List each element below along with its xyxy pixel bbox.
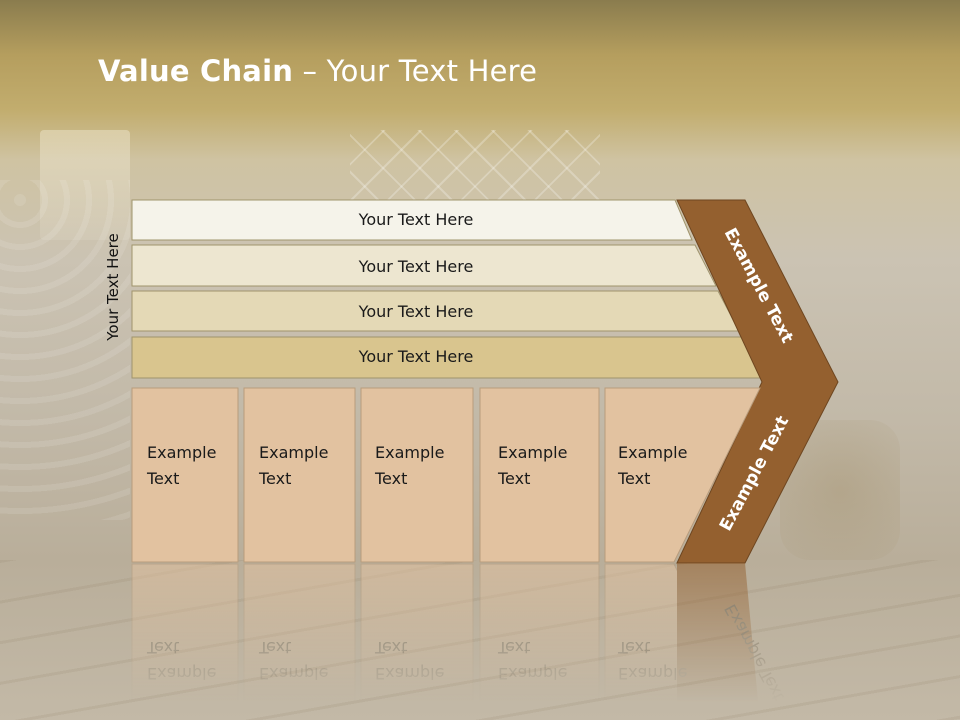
primary-box: Example Text (604, 387, 761, 563)
support-row-label: Your Text Here (358, 302, 474, 321)
primary-box-line2: Text (258, 469, 291, 488)
primary-box-line2: Text (617, 469, 650, 488)
margin-arrow: Example Text Example Text (676, 199, 839, 564)
reflection-text: Text (617, 638, 650, 657)
reflection-text: Example (259, 664, 328, 683)
support-rows: Your Text Here Your Text Here Your Text … (131, 199, 764, 379)
support-row-label: Your Text Here (358, 210, 474, 229)
support-row-shape (131, 244, 717, 287)
background-lattice (350, 130, 600, 210)
primary-box-shape (604, 387, 761, 563)
reflection-box (131, 563, 239, 720)
reflection-box (360, 563, 474, 720)
reflection-text: Example (498, 664, 567, 683)
primary-box-line2: Text (374, 469, 407, 488)
primary-box-line1: Example (618, 443, 687, 462)
primary-box-line1: Example (259, 443, 328, 462)
support-row-shape (131, 199, 693, 241)
primary-boxes: Example Text Example Text Example Text E… (131, 387, 761, 563)
primary-box-shape (479, 387, 600, 563)
background-wallpaper (0, 180, 130, 520)
reflection-text: Example (147, 664, 216, 683)
support-row: Your Text Here (131, 244, 717, 287)
margin-arrow-shape (676, 199, 839, 564)
reflection-text: Text (497, 638, 530, 657)
primary-box-shape (131, 387, 239, 563)
reflection: Example Text Example Text Example Text E… (131, 563, 788, 720)
support-row: Your Text Here (131, 199, 693, 241)
support-row: Your Text Here (131, 290, 740, 332)
primary-box-line1: Example (375, 443, 444, 462)
reflection-box (243, 563, 356, 720)
reflection-text: Text (258, 638, 291, 657)
title-rest: – Your Text Here (293, 54, 538, 88)
reflection-arrow (677, 563, 760, 720)
primary-box: Example Text (131, 387, 239, 563)
primary-box-shape (243, 387, 356, 563)
reflection-box (479, 563, 600, 720)
primary-box-line2: Text (497, 469, 530, 488)
reflection-text: Example (618, 664, 687, 683)
slide-title: Value Chain – Your Text Here (98, 54, 537, 88)
support-row-label: Your Text Here (358, 257, 474, 276)
background-lamp (40, 130, 130, 240)
support-row-label: Your Text Here (358, 347, 474, 366)
primary-box-line2: Text (146, 469, 179, 488)
primary-box: Example Text (360, 387, 474, 563)
primary-box-line1: Example (498, 443, 567, 462)
title-bold: Value Chain (98, 54, 294, 88)
primary-box: Example Text (479, 387, 600, 563)
primary-box-shape (360, 387, 474, 563)
primary-box-line1: Example (147, 443, 216, 462)
support-row: Your Text Here (131, 336, 764, 379)
reflection-text: Example (375, 664, 444, 683)
reflection-text: Text (374, 638, 407, 657)
primary-box: Example Text (243, 387, 356, 563)
reflection-text: Text (146, 638, 179, 657)
